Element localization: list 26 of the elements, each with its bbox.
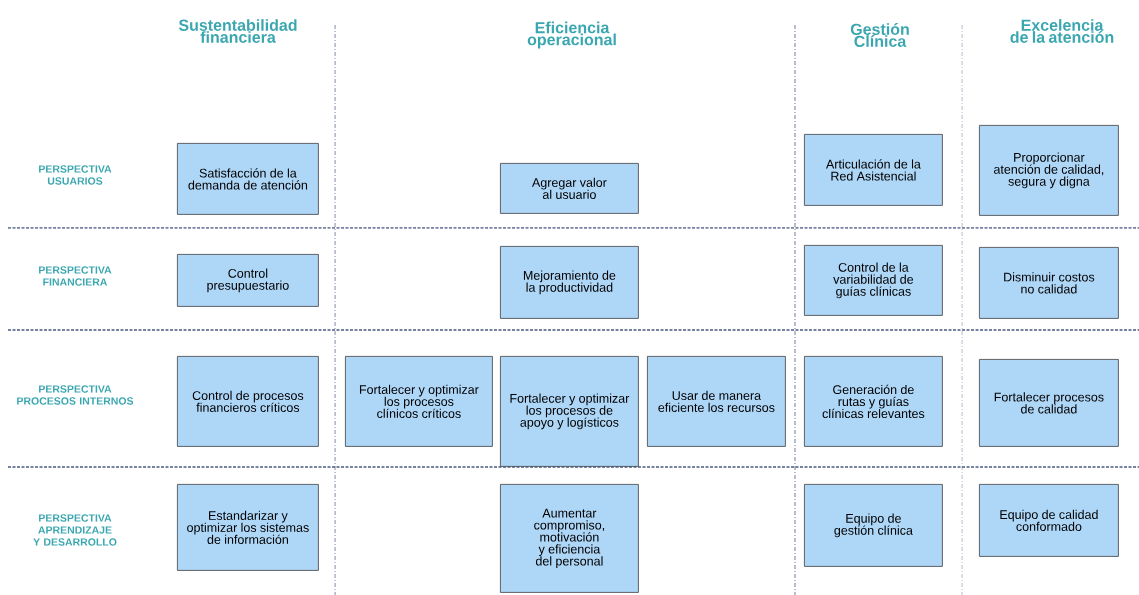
objective-box: Control de la variabilidad de guías clínicas	[804, 245, 943, 316]
objective-box: Control de procesos financieros críticos	[177, 356, 319, 447]
objective-box: Fortalecer y optimizar los procesos clínicos críticos	[345, 356, 493, 447]
objective-box: Satisfacción de la demanda de atención	[177, 143, 319, 215]
objective-box: Fortalecer y optimizar los procesos de apoyo y logísticos	[500, 356, 639, 467]
objective-box: Aumentar compromiso, motivación y eficiencia del personal	[500, 484, 639, 593]
column-heading: Excelencia de la atención	[1010, 19, 1114, 43]
objective-box: Equipo de calidad conformado	[979, 484, 1119, 557]
column-heading: Eficiencia operacional	[527, 21, 616, 49]
objective-box: Proporcionar atención de calidad, segura y digna	[979, 125, 1119, 216]
column-heading: Sustentabilidad financiera	[178, 19, 297, 43]
row-heading: PERSPECTIVA USUARIOS	[39, 165, 112, 185]
row-heading: PERSPECTIVA APRENDIZAJE Y DESARROLLO	[33, 514, 117, 546]
row-heading: PERSPECTIVA FINANCIERA	[39, 266, 112, 286]
row-heading: PERSPECTIVA PROCESOS INTERNOS	[17, 385, 134, 405]
objective-box: Articulación de la Red Asistencial	[804, 134, 943, 206]
column-heading: Gestión Clínica	[850, 23, 909, 47]
objective-box: Equipo de gestión clínica	[804, 484, 943, 567]
objective-box: Mejoramiento de la productividad	[500, 246, 639, 319]
objective-box: Disminuir costos no calidad	[979, 247, 1119, 319]
objective-box: Fortalecer procesos de calidad	[979, 359, 1119, 447]
objective-box: Control presupuestario	[177, 254, 319, 307]
objective-box: Estandarizar y optimizar los sistemas de información	[177, 484, 319, 571]
objective-box: Usar de manera eficiente los recursos	[647, 356, 786, 447]
objective-box: Generación de rutas y guías clínicas relevantes	[804, 356, 943, 447]
objective-box: Agregar valor al usuario	[500, 163, 639, 214]
